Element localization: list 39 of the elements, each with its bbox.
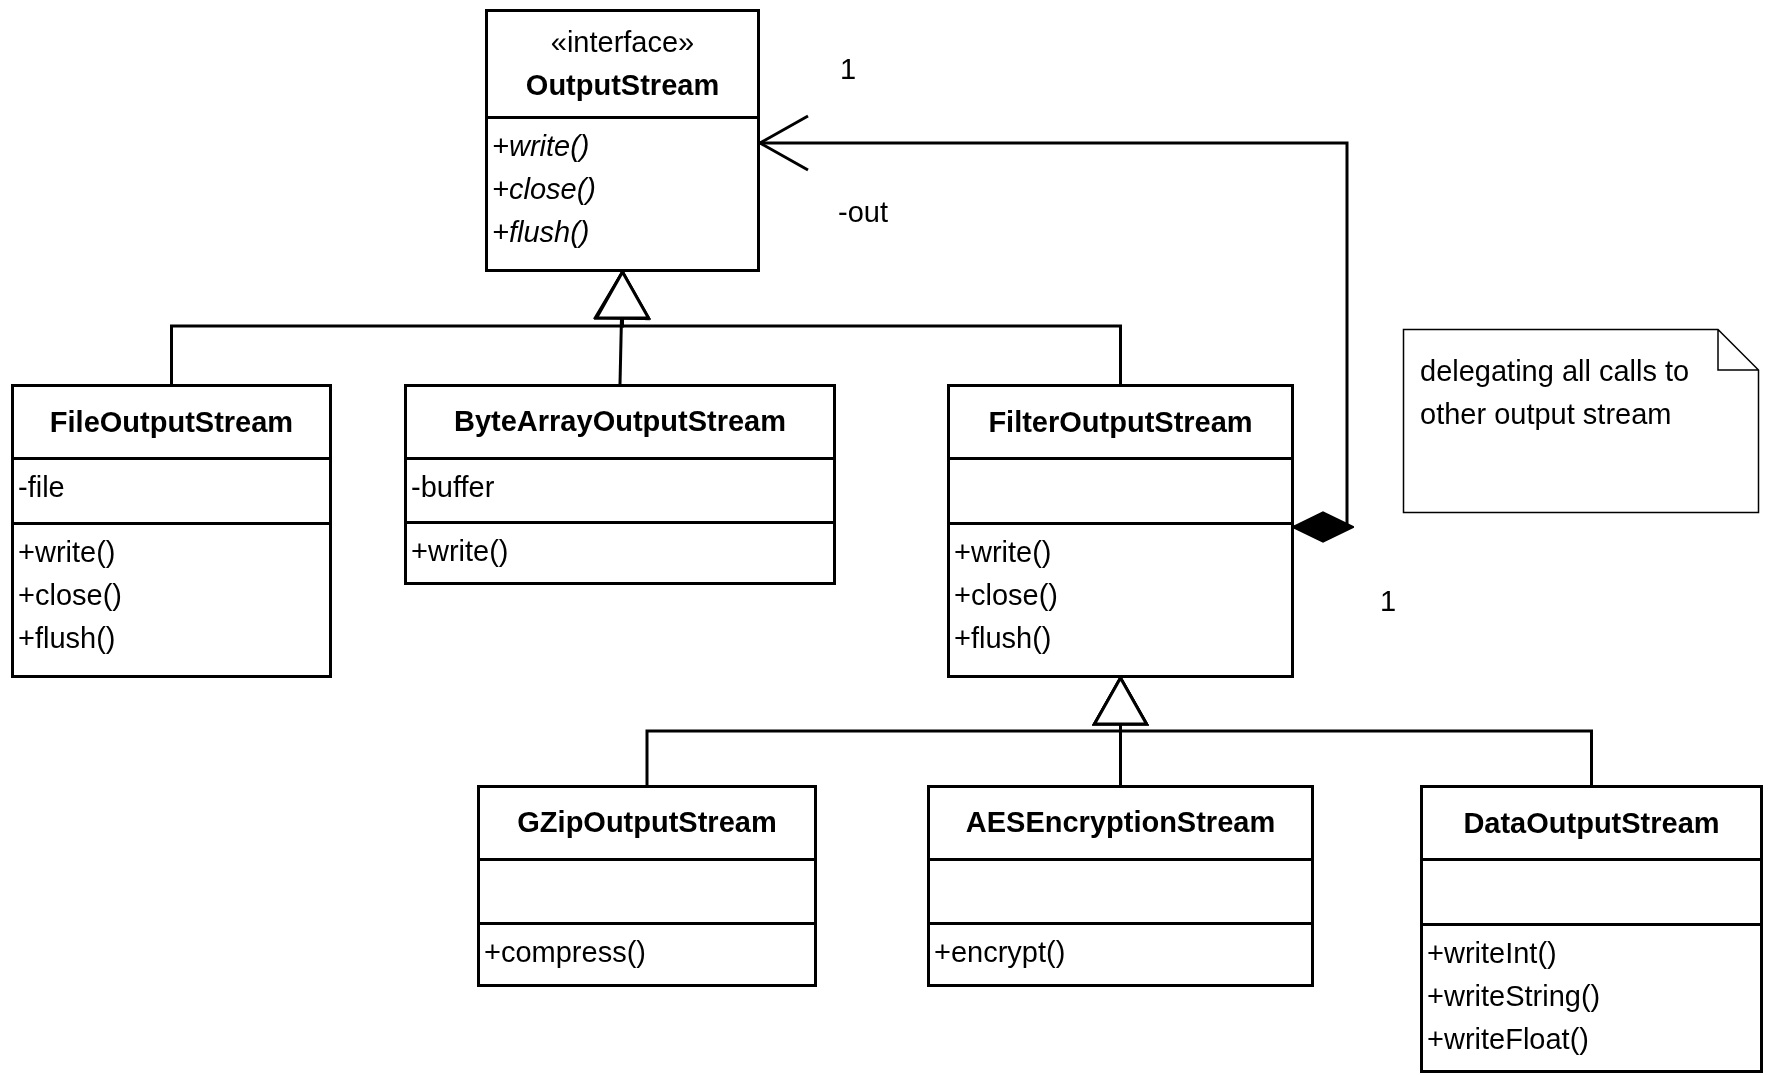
method: +write() bbox=[18, 535, 117, 571]
attribute: -file bbox=[18, 470, 66, 506]
class-box bbox=[404, 384, 836, 585]
method: +writeFloat() bbox=[1427, 1022, 1590, 1058]
method: +flush() bbox=[954, 621, 1053, 657]
class-name: AESEncryptionStream bbox=[965, 805, 1276, 841]
method: +writeInt() bbox=[1427, 936, 1558, 972]
method: +flush() bbox=[492, 214, 591, 250]
generalization-arrow bbox=[595, 270, 1122, 384]
class-name: FileOutputStream bbox=[49, 404, 294, 440]
generalization-arrow bbox=[1093, 676, 1593, 785]
method: +close() bbox=[492, 171, 597, 207]
class-name: FilterOutputStream bbox=[988, 404, 1253, 440]
method: +encrypt() bbox=[934, 934, 1067, 970]
composition-arrow bbox=[758, 114, 1354, 543]
method: +compress() bbox=[484, 934, 647, 970]
class-name: OutputStream bbox=[525, 67, 720, 103]
class-box bbox=[1420, 785, 1763, 1073]
class-box bbox=[477, 785, 817, 987]
class-box bbox=[11, 384, 332, 678]
role-name: -out bbox=[838, 195, 888, 229]
attribute: -buffer bbox=[411, 469, 496, 505]
method: +close() bbox=[18, 578, 123, 614]
method: +close() bbox=[954, 578, 1059, 614]
multiplicity: 1 bbox=[840, 52, 857, 86]
class-name: DataOutputStream bbox=[1463, 805, 1720, 841]
class-name: ByteArrayOutputStream bbox=[454, 404, 786, 440]
class-box bbox=[485, 9, 760, 272]
class-box bbox=[927, 785, 1314, 987]
method: +write() bbox=[411, 533, 510, 569]
class-box bbox=[947, 384, 1294, 678]
method: +write() bbox=[954, 535, 1053, 571]
method: +flush() bbox=[18, 621, 117, 657]
method: +write() bbox=[492, 128, 591, 164]
stereotype: «interface» bbox=[550, 24, 695, 60]
note-text: delegating all calls to other output stream bbox=[1420, 354, 1691, 432]
method: +writeString() bbox=[1427, 979, 1602, 1015]
multiplicity: 1 bbox=[1380, 584, 1397, 618]
class-name: GZipOutputStream bbox=[517, 805, 777, 841]
